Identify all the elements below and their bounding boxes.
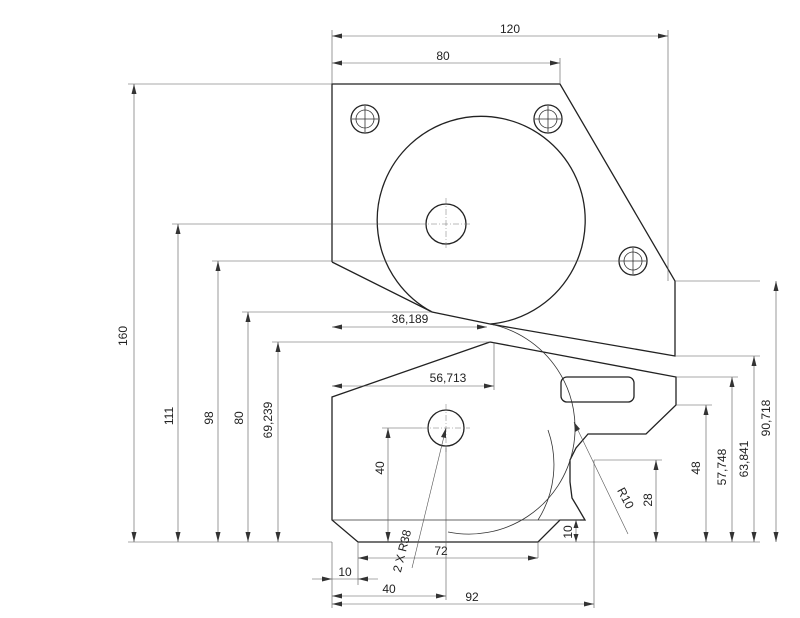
lower-arc-r38 bbox=[447, 323, 576, 535]
dimension-lines bbox=[131, 33, 779, 607]
dim-height-69-239: 69,239 bbox=[261, 401, 275, 438]
upper-arc-r38 bbox=[376, 115, 586, 325]
dim-height-63-841: 63,841 bbox=[737, 440, 751, 477]
dim-width-80: 80 bbox=[436, 49, 450, 63]
dim-offset-56-713: 56,713 bbox=[430, 371, 467, 385]
dim-fillet-r10: R10 bbox=[614, 485, 637, 511]
dim-bottom-flat-72: 72 bbox=[434, 544, 448, 558]
dim-radius-2x-r38: 2 X R38 bbox=[390, 528, 414, 574]
slot bbox=[560, 376, 635, 403]
dim-height-160: 160 bbox=[116, 326, 130, 346]
hole-upper-center bbox=[420, 198, 472, 250]
dim-hole-height-40: 40 bbox=[373, 461, 387, 475]
outer-profile-lower bbox=[331, 341, 677, 543]
outer-profile-upper bbox=[331, 83, 676, 357]
dim-width-120: 120 bbox=[500, 22, 520, 36]
dim-height-111: 111 bbox=[162, 407, 176, 426]
dim-width-92: 92 bbox=[465, 590, 479, 604]
dim-height-98: 98 bbox=[202, 411, 216, 425]
dim-notch-height-28: 28 bbox=[641, 493, 655, 507]
dim-hole-offset-40: 40 bbox=[382, 582, 396, 596]
dim-offset-36-189: 36,189 bbox=[392, 312, 429, 326]
lower-arc-r38-right bbox=[537, 429, 555, 521]
holes bbox=[350, 104, 648, 452]
extension-lines bbox=[128, 30, 760, 608]
dim-chamfer-width-10: 10 bbox=[338, 565, 352, 579]
hole-top-left bbox=[350, 104, 380, 134]
hole-top-right bbox=[533, 104, 563, 134]
dim-height-57-748: 57,748 bbox=[715, 448, 729, 485]
hole-right bbox=[618, 246, 648, 276]
dim-height-80: 80 bbox=[232, 411, 246, 425]
dim-height-90-718: 90,718 bbox=[759, 399, 773, 436]
dim-slot-height-48: 48 bbox=[689, 461, 703, 475]
dim-chamfer-height-10: 10 bbox=[561, 525, 575, 539]
